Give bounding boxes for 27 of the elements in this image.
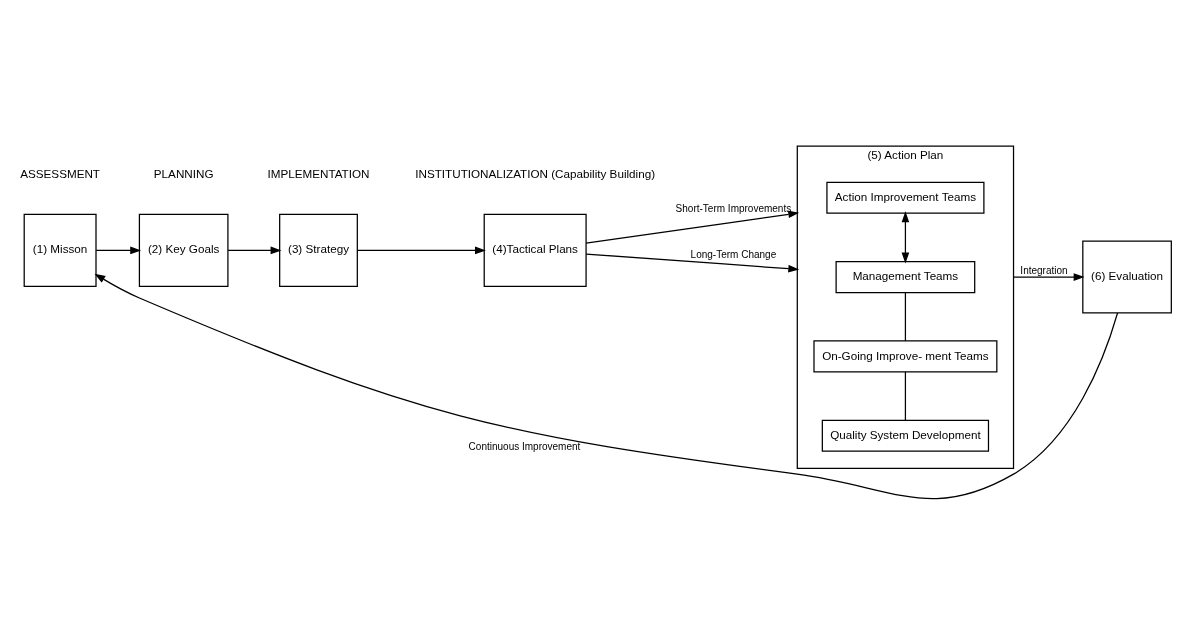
label: PLANNING — [153, 166, 214, 180]
arrow — [94, 273, 1119, 500]
arrow — [585, 253, 800, 273]
arrow — [95, 246, 142, 255]
node-box: (6) Evaluation — [1082, 240, 1172, 314]
label: IMPLEMENTATION — [267, 166, 370, 180]
label: INSTITUTIONALIZATION (Capability Building) — [415, 166, 656, 180]
edge-label: Integration — [1020, 265, 1068, 277]
edge-label: Continuous Improvement — [468, 441, 581, 453]
arrow — [1012, 273, 1085, 281]
node-box: (3) Strategy — [279, 213, 358, 287]
edge-label: Long-Term Change — [690, 249, 777, 261]
node-box: (1) Misson — [23, 213, 97, 287]
arrow — [227, 246, 282, 255]
arrow — [901, 211, 910, 264]
node-box: (4)Tactical Plans — [483, 213, 587, 287]
node-box: (2) Key Goals — [138, 213, 229, 287]
node-box: Management Teams — [835, 261, 976, 294]
connector — [904, 371, 907, 421]
label: ASSESSMENT — [20, 166, 100, 180]
node-box: Quality System Development — [821, 419, 990, 452]
connector — [904, 291, 907, 342]
node-box: Action Improvement Teams — [826, 181, 985, 214]
arrow — [356, 246, 486, 255]
node-box: On-Going Improve- ment Teams — [813, 340, 998, 373]
arrow — [585, 210, 800, 244]
edge-label: Short-Term Improvements — [675, 203, 792, 215]
